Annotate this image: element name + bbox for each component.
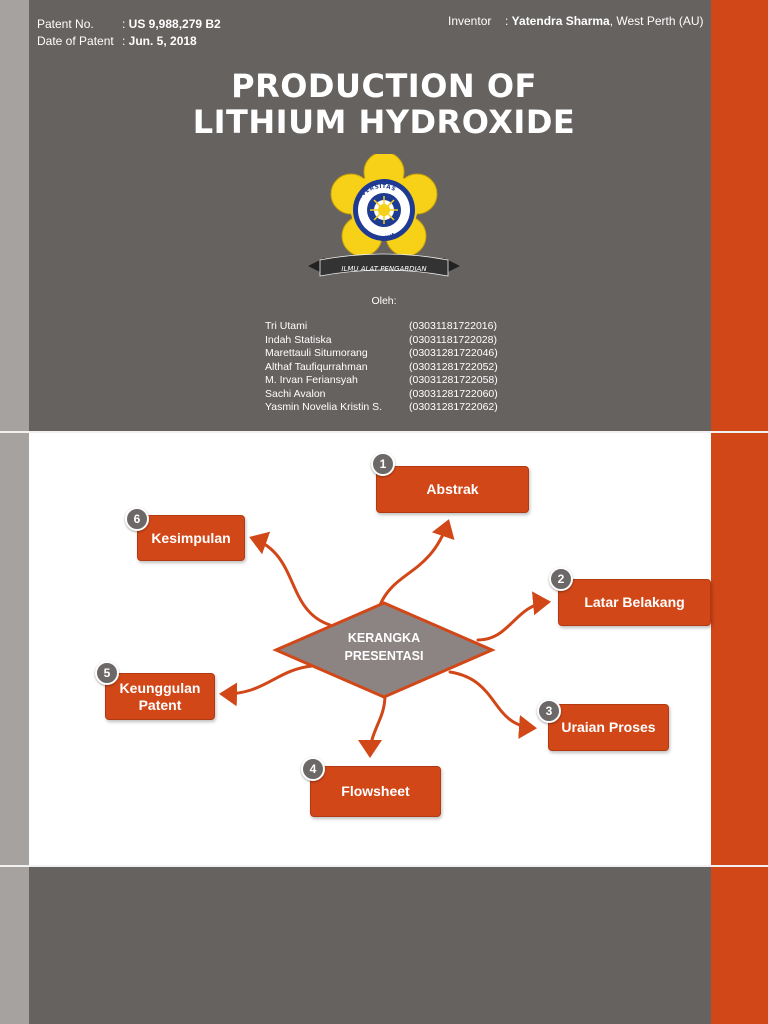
author-row: Indah Statiska(03031181722028) <box>265 333 497 346</box>
right-accent-strip <box>711 0 768 1024</box>
university-emblem: UNIVERSITAS SRIWIJAYA ILMU ALAT PENGABDI… <box>308 154 460 277</box>
connector-keunggulan <box>219 664 314 707</box>
patent-no-label: Patent No. <box>37 17 94 31</box>
node-number-2: 2 <box>549 567 573 591</box>
motto-banner <box>308 253 460 277</box>
center-diamond <box>272 601 496 699</box>
page-title: PRODUCTION OF LITHIUM HYDROXIDE <box>0 68 768 140</box>
node-keunggulan-patent: Keunggulan Patent <box>105 673 215 720</box>
title-line-2: LITHIUM HYDROXIDE <box>192 103 576 141</box>
left-side-strip <box>0 0 29 1024</box>
author-row: M. Irvan Feriansyah(03031281722058) <box>265 374 498 386</box>
node-number-3: 3 <box>537 699 561 723</box>
patent-no-value: : US 9,988,279 B2 <box>122 17 221 31</box>
emblem-motto: ILMU ALAT PENGABDIAN <box>341 265 427 273</box>
center-label: KERANGKA PRESENTASI <box>344 631 424 663</box>
date-label: Date of Patent <box>37 34 114 48</box>
author-row: Marettauli Situmorang(03031281722046) <box>265 347 498 359</box>
slide-divider <box>0 865 768 867</box>
inventor-label: Inventor <box>448 14 492 28</box>
node-number-5: 5 <box>95 661 119 685</box>
title-line-1: PRODUCTION OF <box>231 67 537 105</box>
author-row: Yasmin Novelia Kristin S.(03031281722062… <box>265 401 498 413</box>
connector-abstrak <box>378 519 455 607</box>
node-kesimpulan: Kesimpulan <box>137 515 245 561</box>
node-latar-belakang: Latar Belakang <box>558 579 711 626</box>
slide-divider <box>0 431 768 433</box>
node-abstrak: Abstrak <box>376 466 529 513</box>
inventor-value: : Yatendra Sharma, West Perth (AU) <box>505 14 704 28</box>
connector-latar-belakang <box>476 591 551 642</box>
author-row: Althaf Taufiqurrahman(03031281722052) <box>265 360 498 373</box>
connector-uraian-proses <box>448 670 537 739</box>
date-value: : Jun. 5, 2018 <box>122 34 197 48</box>
authors-label: Oleh: <box>371 295 397 307</box>
node-number-4: 4 <box>301 757 325 781</box>
author-row: Tri Utami(03031181722016) <box>265 320 497 332</box>
node-flowsheet: Flowsheet <box>310 766 441 817</box>
authors-list: Tri Utami(03031181722016) Indah Statiska… <box>265 320 498 415</box>
next-slide <box>29 867 711 1024</box>
author-row: Sachi Avalon(03031281722060) <box>265 387 498 400</box>
connector-kesimpulan <box>249 531 332 627</box>
connector-flowsheet <box>358 693 387 758</box>
node-number-6: 6 <box>125 507 149 531</box>
node-uraian-proses: Uraian Proses <box>548 704 669 751</box>
node-number-1: 1 <box>371 452 395 476</box>
